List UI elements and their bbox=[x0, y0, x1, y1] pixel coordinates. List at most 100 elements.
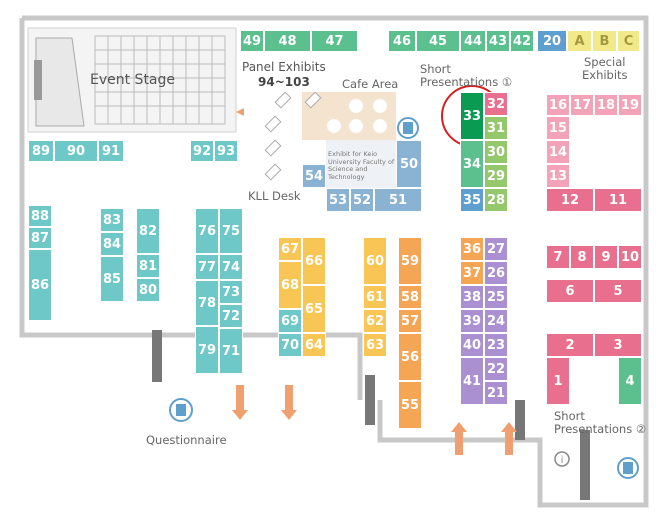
booth-54[interactable]: 54 bbox=[302, 164, 326, 188]
booth-58[interactable]: 58 bbox=[398, 285, 422, 309]
booth-21[interactable]: 21 bbox=[484, 381, 508, 405]
booth-3[interactable]: 3 bbox=[594, 333, 642, 357]
booth-73[interactable]: 73 bbox=[219, 280, 243, 304]
booth-35[interactable]: 35 bbox=[460, 188, 484, 212]
booth-28[interactable]: 28 bbox=[484, 188, 508, 212]
booth-14[interactable]: 14 bbox=[546, 140, 570, 164]
booth-87[interactable]: 87 bbox=[28, 227, 52, 249]
booth-34[interactable]: 34 bbox=[460, 140, 484, 188]
booth-26[interactable]: 26 bbox=[484, 261, 508, 285]
booth-31[interactable]: 31 bbox=[484, 116, 508, 140]
booth-9[interactable]: 9 bbox=[594, 245, 618, 269]
booth-60[interactable]: 60 bbox=[363, 237, 387, 285]
booth-27[interactable]: 27 bbox=[484, 237, 508, 261]
booth-85[interactable]: 85 bbox=[100, 256, 124, 302]
booth-47[interactable]: 47 bbox=[311, 30, 358, 52]
booth-20[interactable]: 20 bbox=[537, 30, 567, 52]
booth-59[interactable]: 59 bbox=[398, 237, 422, 285]
booth-40[interactable]: 40 bbox=[460, 333, 484, 357]
booth-29[interactable]: 29 bbox=[484, 164, 508, 188]
booth-86[interactable]: 86 bbox=[28, 249, 52, 321]
booth-93[interactable]: 93 bbox=[214, 140, 238, 162]
booth-46[interactable]: 46 bbox=[388, 30, 416, 52]
booth-69[interactable]: 69 bbox=[278, 309, 302, 333]
booth-B[interactable]: B bbox=[592, 30, 617, 52]
booth-1[interactable]: 1 bbox=[546, 357, 570, 405]
booth-25[interactable]: 25 bbox=[484, 285, 508, 309]
booth-92[interactable]: 92 bbox=[190, 140, 214, 162]
booth-41[interactable]: 41 bbox=[460, 357, 484, 405]
booth-61[interactable]: 61 bbox=[363, 285, 387, 309]
booth-6[interactable]: 6 bbox=[546, 279, 594, 303]
booth-91[interactable]: 91 bbox=[98, 140, 124, 162]
booth-88[interactable]: 88 bbox=[28, 205, 52, 227]
booth-83[interactable]: 83 bbox=[100, 208, 124, 232]
booth-50[interactable]: 50 bbox=[396, 140, 422, 188]
booth-77[interactable]: 77 bbox=[195, 254, 219, 280]
booth-30[interactable]: 30 bbox=[484, 140, 508, 164]
booth-18[interactable]: 18 bbox=[594, 94, 618, 116]
booth-33[interactable]: 33 bbox=[460, 92, 484, 140]
booth-82[interactable]: 82 bbox=[136, 208, 160, 254]
booth-63[interactable]: 63 bbox=[363, 333, 387, 357]
booth-38[interactable]: 38 bbox=[460, 285, 484, 309]
booth-5[interactable]: 5 bbox=[594, 279, 642, 303]
booth-23[interactable]: 23 bbox=[484, 333, 508, 357]
booth-24[interactable]: 24 bbox=[484, 309, 508, 333]
booth-65[interactable]: 65 bbox=[302, 285, 326, 333]
booth-44[interactable]: 44 bbox=[460, 30, 486, 52]
booth-15[interactable]: 15 bbox=[546, 116, 570, 140]
booth-2[interactable]: 2 bbox=[546, 333, 594, 357]
booth-16[interactable]: 16 bbox=[546, 94, 570, 116]
booth-56[interactable]: 56 bbox=[398, 333, 422, 381]
booth-12[interactable]: 12 bbox=[546, 188, 594, 212]
booth-43[interactable]: 43 bbox=[486, 30, 510, 52]
booth-C[interactable]: C bbox=[617, 30, 640, 52]
booth-72[interactable]: 72 bbox=[219, 304, 243, 328]
booth-74[interactable]: 74 bbox=[219, 254, 243, 280]
booth-68[interactable]: 68 bbox=[278, 261, 302, 309]
booth-66[interactable]: 66 bbox=[302, 237, 326, 285]
booth-36[interactable]: 36 bbox=[460, 237, 484, 261]
booth-11[interactable]: 11 bbox=[594, 188, 642, 212]
booth-67[interactable]: 67 bbox=[278, 237, 302, 261]
booth-8[interactable]: 8 bbox=[570, 245, 594, 269]
booth-62[interactable]: 62 bbox=[363, 309, 387, 333]
booth-84[interactable]: 84 bbox=[100, 232, 124, 256]
short-presentations-1-line2: Presentations ① bbox=[420, 75, 513, 89]
booth-64[interactable]: 64 bbox=[302, 333, 326, 357]
booth-49[interactable]: 49 bbox=[240, 30, 264, 52]
booth-57[interactable]: 57 bbox=[398, 309, 422, 333]
booth-81[interactable]: 81 bbox=[136, 254, 160, 278]
booth-A[interactable]: A bbox=[567, 30, 592, 52]
booth-52[interactable]: 52 bbox=[350, 188, 374, 212]
door-pillar bbox=[152, 330, 162, 382]
panel-exhibits-range: 94~103 bbox=[258, 75, 310, 89]
booth-17[interactable]: 17 bbox=[570, 94, 594, 116]
booth-76[interactable]: 76 bbox=[195, 208, 219, 254]
booth-78[interactable]: 78 bbox=[195, 280, 219, 326]
booth-39[interactable]: 39 bbox=[460, 309, 484, 333]
booth-53[interactable]: 53 bbox=[326, 188, 350, 212]
booth-42[interactable]: 42 bbox=[510, 30, 534, 52]
booth-89[interactable]: 89 bbox=[28, 140, 54, 162]
booth-90[interactable]: 90 bbox=[54, 140, 98, 162]
booth-4[interactable]: 4 bbox=[618, 357, 642, 405]
booth-7[interactable]: 7 bbox=[546, 245, 570, 269]
booth-37[interactable]: 37 bbox=[460, 261, 484, 285]
booth-80[interactable]: 80 bbox=[136, 278, 160, 302]
booth-48[interactable]: 48 bbox=[264, 30, 311, 52]
booth-22[interactable]: 22 bbox=[484, 357, 508, 381]
booth-70[interactable]: 70 bbox=[278, 333, 302, 357]
booth-13[interactable]: 13 bbox=[546, 164, 570, 188]
booth-55[interactable]: 55 bbox=[398, 381, 422, 429]
booth-75[interactable]: 75 bbox=[219, 208, 243, 254]
booth-45[interactable]: 45 bbox=[416, 30, 460, 52]
short-presentations-2-line1: Short bbox=[554, 409, 585, 423]
booth-32[interactable]: 32 bbox=[484, 92, 508, 116]
booth-51[interactable]: 51 bbox=[374, 188, 422, 212]
booth-71[interactable]: 71 bbox=[219, 328, 243, 374]
booth-19[interactable]: 19 bbox=[618, 94, 642, 116]
booth-79[interactable]: 79 bbox=[195, 326, 219, 374]
booth-10[interactable]: 10 bbox=[618, 245, 642, 269]
